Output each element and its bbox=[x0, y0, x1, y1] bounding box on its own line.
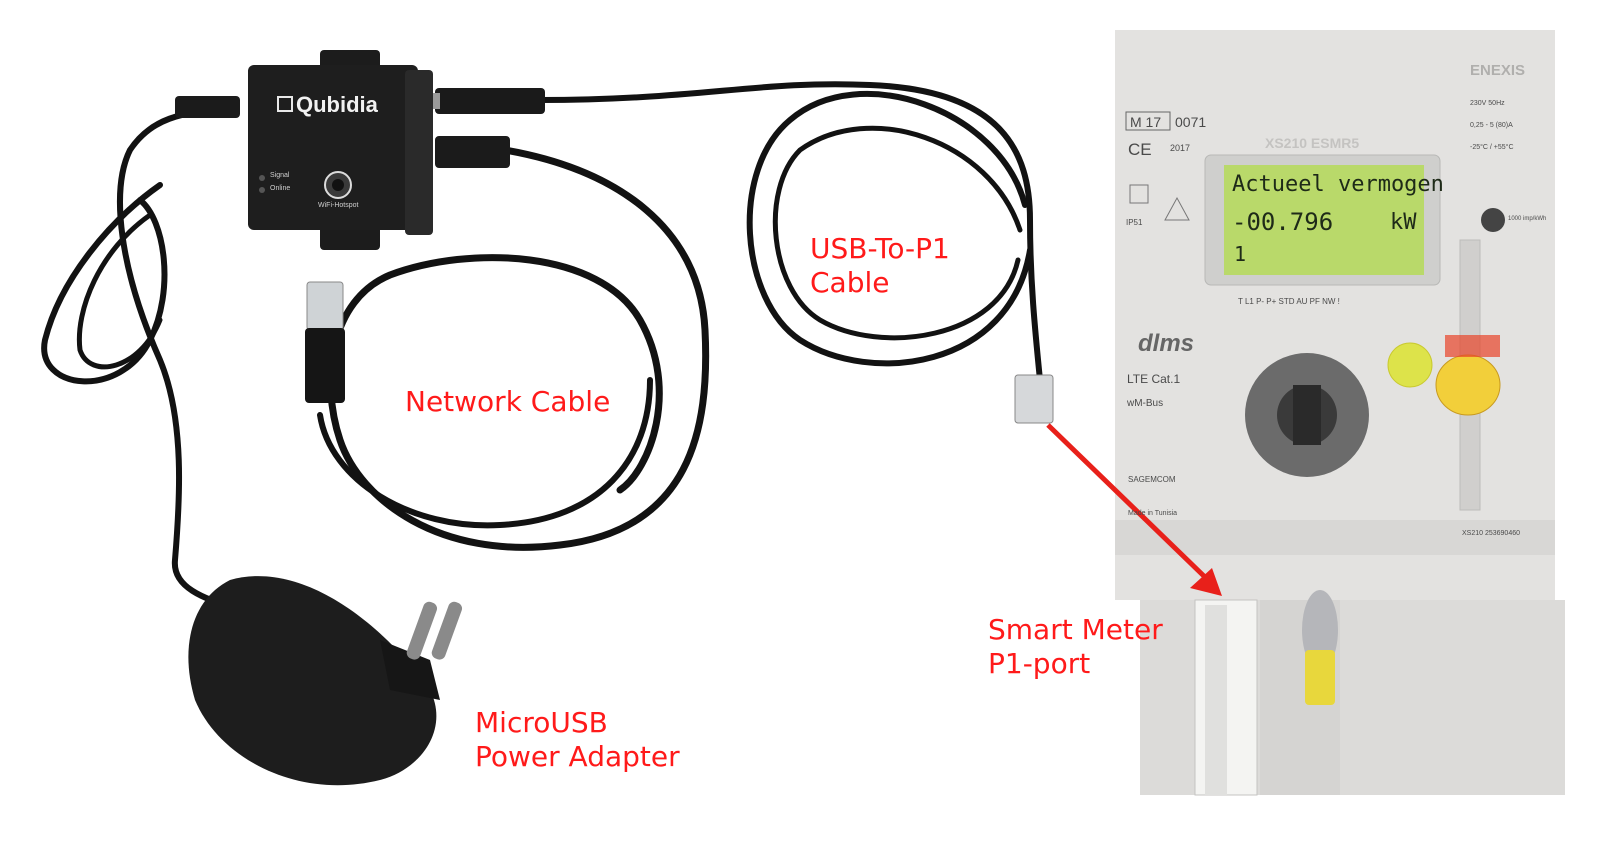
meter-model: XS210 ESMR5 bbox=[1265, 135, 1360, 151]
online-led bbox=[259, 187, 265, 193]
p1-seal bbox=[1305, 650, 1335, 705]
serial-number: XS210 253690460 bbox=[1462, 530, 1520, 537]
microusb-plug bbox=[175, 96, 240, 118]
usb-plug bbox=[435, 88, 545, 114]
lcd-value: -00.796 bbox=[1232, 208, 1334, 236]
ce-mark: CE bbox=[1128, 140, 1152, 159]
ip-rating: IP51 bbox=[1126, 218, 1143, 227]
lcd-line-1: Actueel vermogen bbox=[1232, 172, 1444, 197]
usb-to-p1-cable bbox=[537, 81, 1043, 383]
approval-code: M 17 bbox=[1130, 114, 1162, 130]
approval-number: 0071 bbox=[1175, 114, 1207, 130]
connectors bbox=[175, 88, 1054, 424]
origin: Made in Tunisia bbox=[1128, 510, 1178, 517]
smart-meter bbox=[1115, 30, 1565, 796]
rating-current: 0,25 - 5 (80)A bbox=[1470, 122, 1513, 129]
power-adapter-label-line2: Power Adapter bbox=[475, 740, 680, 773]
ethernet-plug bbox=[435, 136, 510, 168]
meter-year: 2017 bbox=[1170, 143, 1191, 153]
rating-voltage: 230V 50Hz bbox=[1470, 100, 1505, 107]
network-cable bbox=[327, 146, 710, 551]
lcd-line-3: 1 bbox=[1234, 242, 1247, 266]
indicator-row: T L1 P- P+ STD AU PF NW ! bbox=[1238, 297, 1340, 306]
signal-led bbox=[259, 175, 265, 181]
power-adapter-label-line1: MicroUSB bbox=[475, 706, 608, 739]
signal-label: Signal bbox=[270, 172, 290, 179]
network-type: LTE Cat.1 bbox=[1127, 372, 1181, 386]
lcd-unit: kW bbox=[1390, 210, 1417, 235]
green-led bbox=[1387, 342, 1433, 388]
rj11-connector bbox=[1014, 374, 1054, 424]
qubidia-device bbox=[248, 50, 433, 250]
rj45-connector bbox=[306, 281, 344, 331]
plug-pin-2 bbox=[431, 601, 463, 660]
manufacturer: SAGEMCOM bbox=[1128, 475, 1176, 484]
power-adapter bbox=[188, 576, 463, 786]
smart-meter-label-line2: P1-port bbox=[988, 647, 1091, 680]
protocol-logo: dlms bbox=[1138, 330, 1195, 357]
rating-temp: -25°C / +55°C bbox=[1470, 144, 1514, 151]
lcd-screen bbox=[1224, 165, 1424, 275]
p1-port-arrow bbox=[1046, 423, 1222, 596]
meter-brand: ENEXIS bbox=[1470, 62, 1526, 79]
network-cable-label: Network Cable bbox=[405, 385, 611, 418]
power-cable bbox=[117, 107, 243, 613]
cables bbox=[41, 81, 1043, 613]
bus-type: wM-Bus bbox=[1127, 398, 1164, 409]
usb-to-p1-label-line1: USB-To-P1 bbox=[810, 232, 950, 265]
device-brand: Qubidia bbox=[296, 92, 378, 117]
wifi-hotspot-label: WiFi-Hotspot bbox=[318, 202, 359, 209]
usb-to-p1-label-line2: Cable bbox=[810, 266, 890, 299]
plug-pin-1 bbox=[406, 601, 438, 660]
pulse-rate: 1000 imp/kWh bbox=[1508, 216, 1547, 222]
meter-seal bbox=[1435, 354, 1501, 416]
smart-meter-label-line1: Smart Meter bbox=[988, 613, 1163, 646]
online-label: Online bbox=[270, 185, 291, 192]
